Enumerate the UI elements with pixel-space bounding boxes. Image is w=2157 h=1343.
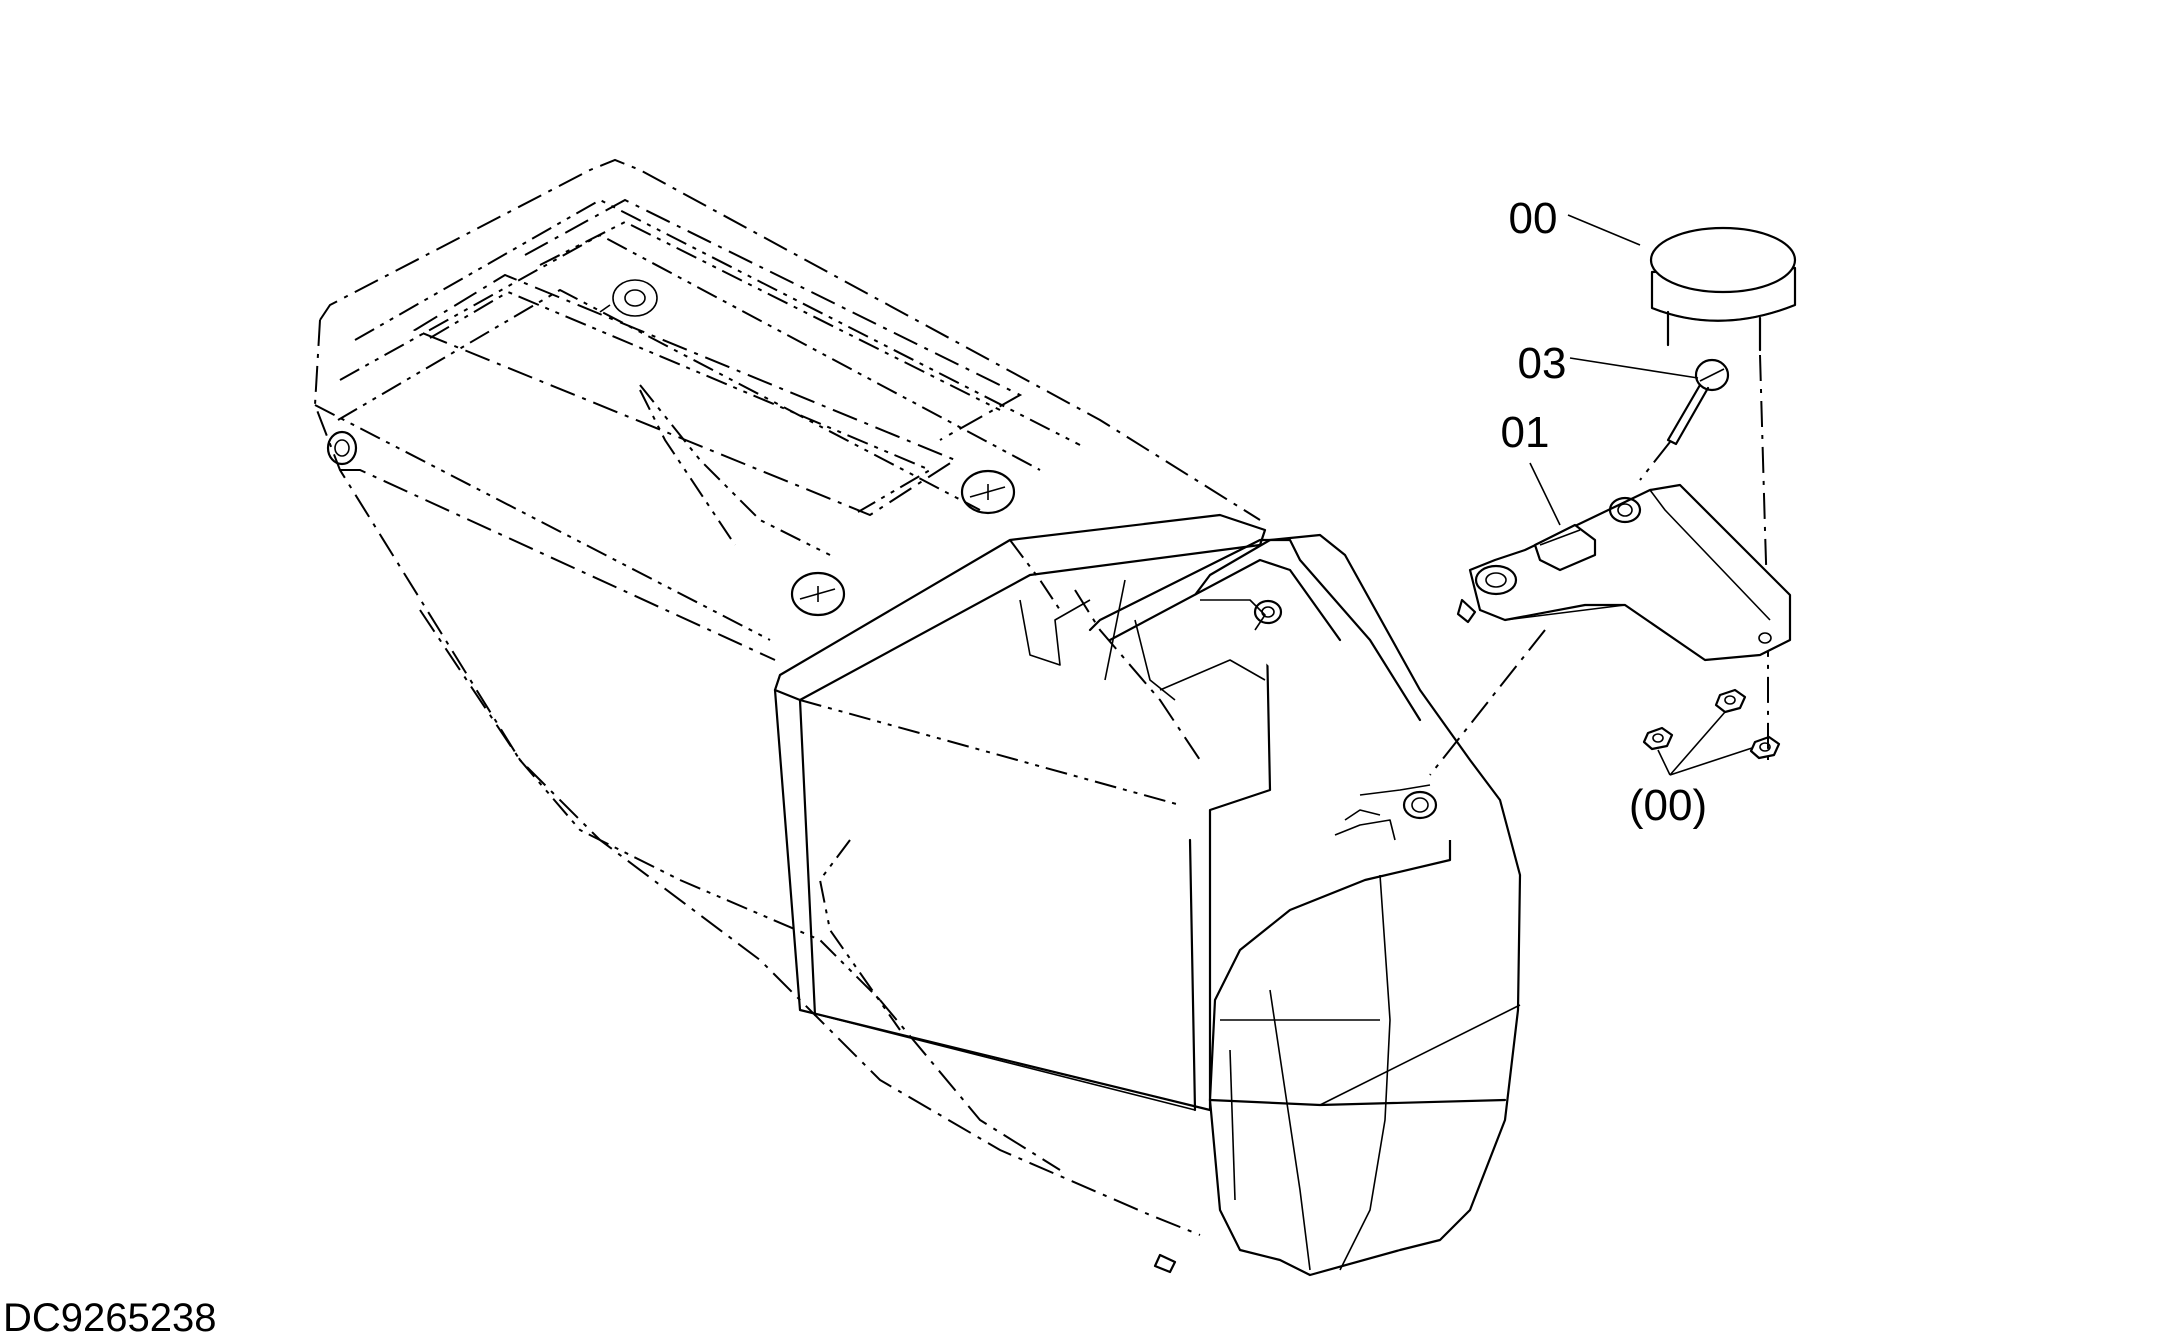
nut-parts — [1642, 688, 1781, 760]
assembly-axis-switch — [1759, 354, 1769, 760]
assembly-axis-bracket — [1429, 629, 1546, 776]
screw-part — [1666, 358, 1730, 446]
callout-label-01: 01 — [1501, 408, 1550, 457]
callout-label-00: 00 — [1509, 194, 1558, 243]
callout-label-00-nuts: (00) — [1629, 781, 1707, 830]
assembly-axis-screw — [1639, 441, 1671, 481]
console-housing — [313, 158, 1522, 1277]
document-id: DC9265238 — [3, 1296, 217, 1340]
callout-label-03: 03 — [1518, 339, 1567, 388]
leader-lines — [1529, 214, 1753, 776]
switch-knob-part — [1649, 226, 1797, 352]
bracket-part — [1456, 483, 1792, 662]
